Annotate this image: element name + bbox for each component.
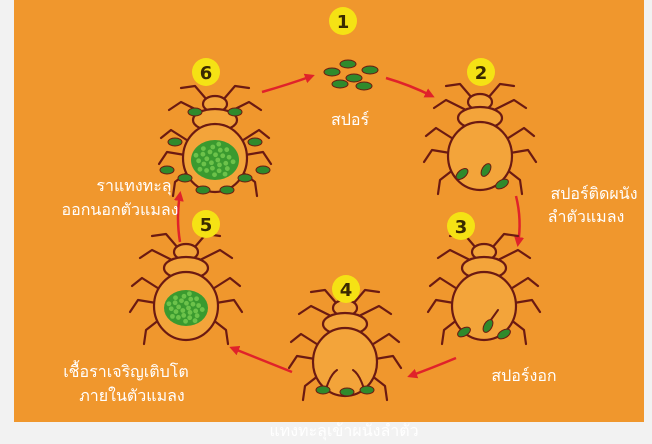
spore-icon: [188, 108, 202, 116]
stage-number: 1: [337, 12, 350, 33]
stage-badge-4: 4: [332, 275, 360, 303]
spore-icon: [256, 166, 270, 174]
spore-icon: [340, 60, 356, 68]
stage-badge-6: 6: [192, 58, 220, 86]
spore-icon: [238, 174, 252, 182]
stage-number: 3: [455, 217, 468, 238]
stage-number: 4: [340, 280, 353, 301]
stage-badge-5: 5: [192, 210, 220, 238]
spore-icon: [168, 138, 182, 146]
stage-badge-1: 1: [329, 7, 357, 35]
spore-icon: [324, 68, 340, 76]
stage-6-label-line-1: ราแทงทะลุ: [96, 176, 171, 196]
stage-4-label: แทงทะลุเข้าผนังลำตัว: [269, 421, 418, 441]
stage-6-label-line-2: ออกนอกตัวแมลง: [62, 200, 179, 219]
fungus-mass-icon: [191, 140, 239, 180]
stage-2-label-line-2: ลำตัวแมลง: [548, 207, 625, 226]
spore-icon: [228, 108, 242, 116]
stage-number: 6: [200, 63, 213, 84]
stage-5-label-line-2: ภายในตัวแมลง: [79, 386, 185, 405]
fungus-mass-icon: [164, 290, 208, 326]
stage-number: 2: [475, 63, 488, 84]
spore-icon: [178, 174, 192, 182]
spore-icon: [248, 138, 262, 146]
spore-icon: [160, 166, 174, 174]
spore-icon: [196, 186, 210, 194]
stage-number: 5: [200, 215, 213, 236]
stage-3-label: สปอร์งอก: [491, 366, 556, 385]
spore-icon: [316, 386, 330, 394]
spore-icon: [332, 80, 348, 88]
spore-icon: [220, 186, 234, 194]
spore-icon: [362, 66, 378, 74]
spore-icon: [346, 74, 362, 82]
spore-icon: [340, 388, 354, 396]
stage-2-label-line-1: สปอร์ติดผนัง: [550, 184, 637, 203]
stage-1-label: สปอร์: [331, 110, 370, 129]
stage-badge-3: 3: [447, 212, 475, 240]
spore-icon: [356, 82, 372, 90]
stage-5-label-line-1: เชื้อราเจริญเติบโต: [63, 360, 189, 381]
spore-icon: [360, 386, 374, 394]
stage-badge-2: 2: [467, 58, 495, 86]
